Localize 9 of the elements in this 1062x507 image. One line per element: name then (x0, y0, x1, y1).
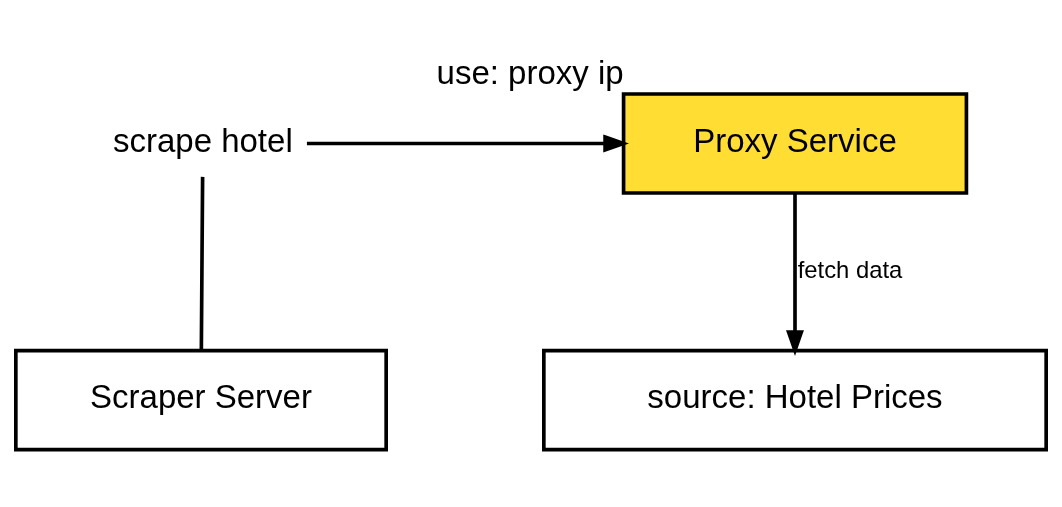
node-text: scrape hotel (112, 121, 293, 159)
connector (199, 176, 205, 351)
node-label: use: proxy ip (436, 53, 624, 91)
edge-label: fetch data (797, 256, 903, 284)
node-box: Scraper Server (14, 348, 388, 452)
arrow (306, 134, 629, 153)
node-box: source: Hotel Prices (542, 348, 1048, 452)
arrow (786, 193, 804, 356)
node-box: Proxy Service (621, 92, 969, 195)
